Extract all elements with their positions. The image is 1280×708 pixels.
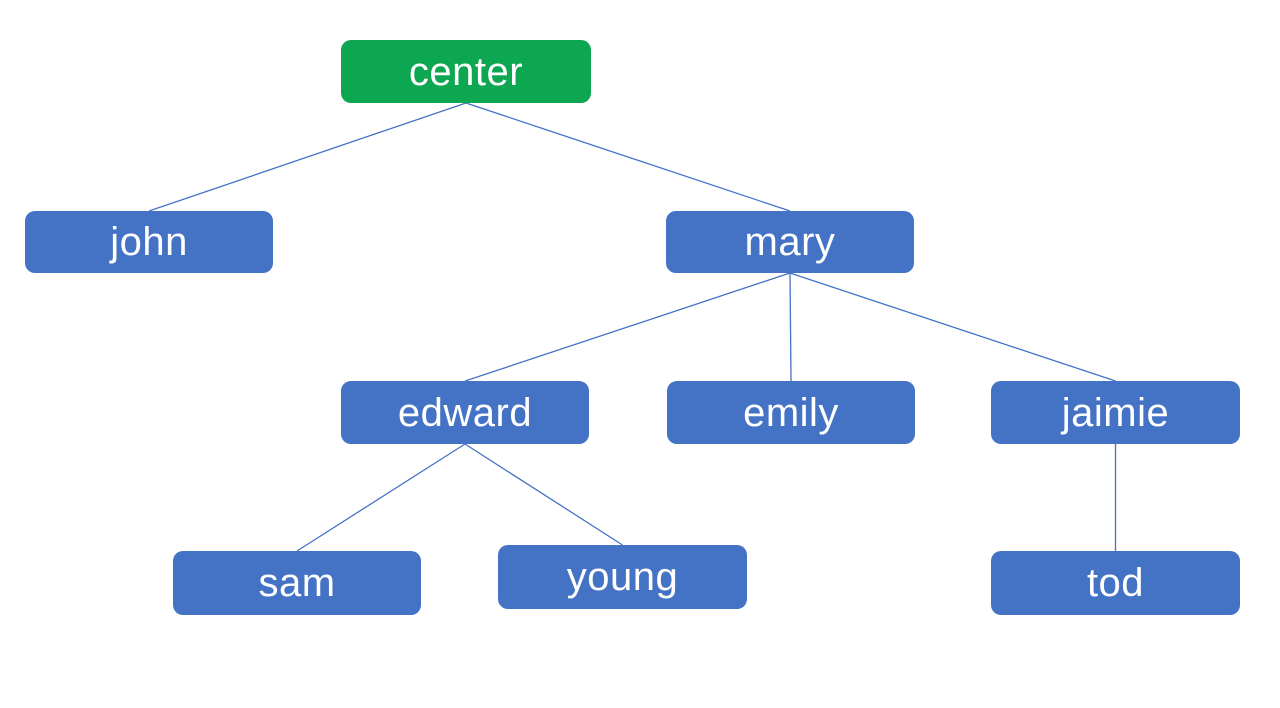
node-edward: edward xyxy=(341,381,589,444)
node-mary: mary xyxy=(666,211,914,273)
node-emily: emily xyxy=(667,381,915,444)
node-john: john xyxy=(25,211,273,273)
node-center: center xyxy=(341,40,591,103)
node-young: young xyxy=(498,545,747,609)
node-tod: tod xyxy=(991,551,1240,615)
node-sam: sam xyxy=(173,551,421,615)
node-jaimie: jaimie xyxy=(991,381,1240,444)
